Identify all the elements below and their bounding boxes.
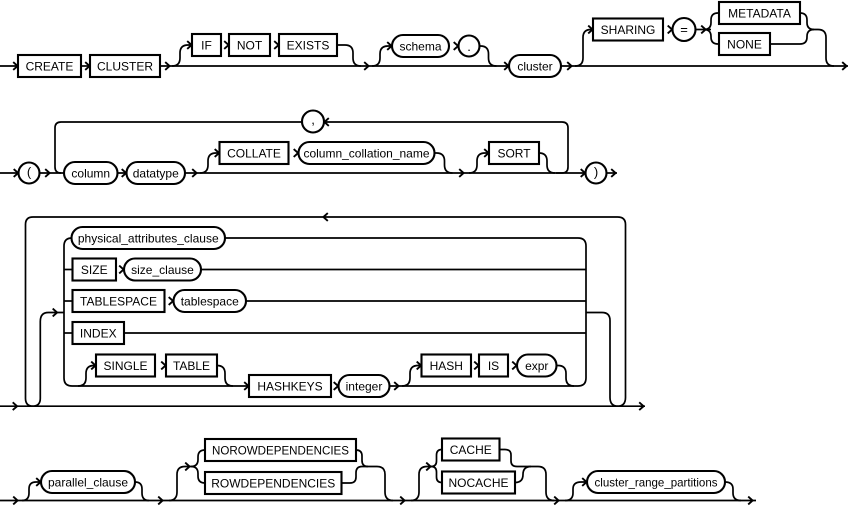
svg-text:TABLESPACE: TABLESPACE — [80, 294, 157, 308]
svg-text:): ) — [594, 164, 598, 179]
svg-text:cluster_range_partitions: cluster_range_partitions — [595, 475, 718, 489]
svg-text:TABLE: TABLE — [173, 359, 210, 373]
svg-text:CREATE: CREATE — [26, 59, 74, 73]
svg-text:physical_attributes_clause: physical_attributes_clause — [78, 231, 219, 245]
svg-text:SHARING: SHARING — [601, 23, 656, 37]
svg-text:tablespace: tablespace — [181, 294, 239, 308]
svg-text:IS: IS — [488, 359, 499, 373]
svg-text:integer: integer — [346, 379, 383, 393]
svg-text:INDEX: INDEX — [80, 326, 117, 340]
svg-text:NONE: NONE — [727, 37, 762, 51]
svg-text:HASH: HASH — [430, 359, 463, 373]
svg-text:NOROWDEPENDENCIES: NOROWDEPENDENCIES — [212, 443, 349, 457]
svg-text:SIZE: SIZE — [81, 263, 108, 277]
svg-text:SORT: SORT — [497, 146, 531, 160]
svg-text:parallel_clause: parallel_clause — [48, 475, 128, 489]
svg-text:IF: IF — [201, 38, 212, 52]
svg-text:METADATA: METADATA — [728, 6, 791, 20]
svg-text:CACHE: CACHE — [450, 443, 492, 457]
svg-text:cluster: cluster — [517, 59, 552, 73]
svg-text:(: ( — [27, 164, 32, 179]
svg-text:datatype: datatype — [133, 166, 179, 180]
svg-text:column_collation_name: column_collation_name — [303, 146, 429, 160]
svg-text:CLUSTER: CLUSTER — [97, 59, 153, 73]
svg-text:,: , — [311, 112, 315, 127]
svg-text:ROWDEPENDENCIES: ROWDEPENDENCIES — [211, 476, 335, 490]
svg-text:SINGLE: SINGLE — [103, 359, 147, 373]
svg-text:HASHKEYS: HASHKEYS — [257, 379, 322, 393]
svg-text:expr: expr — [525, 359, 548, 373]
svg-text:.: . — [467, 39, 471, 54]
svg-text:=: = — [680, 22, 688, 37]
svg-text:column: column — [71, 166, 110, 180]
svg-text:EXISTS: EXISTS — [287, 38, 330, 52]
svg-text:schema: schema — [399, 39, 441, 53]
svg-text:COLLATE: COLLATE — [227, 146, 281, 160]
svg-text:NOT: NOT — [237, 38, 263, 52]
svg-text:NOCACHE: NOCACHE — [448, 476, 508, 490]
svg-text:size_clause: size_clause — [131, 263, 194, 277]
